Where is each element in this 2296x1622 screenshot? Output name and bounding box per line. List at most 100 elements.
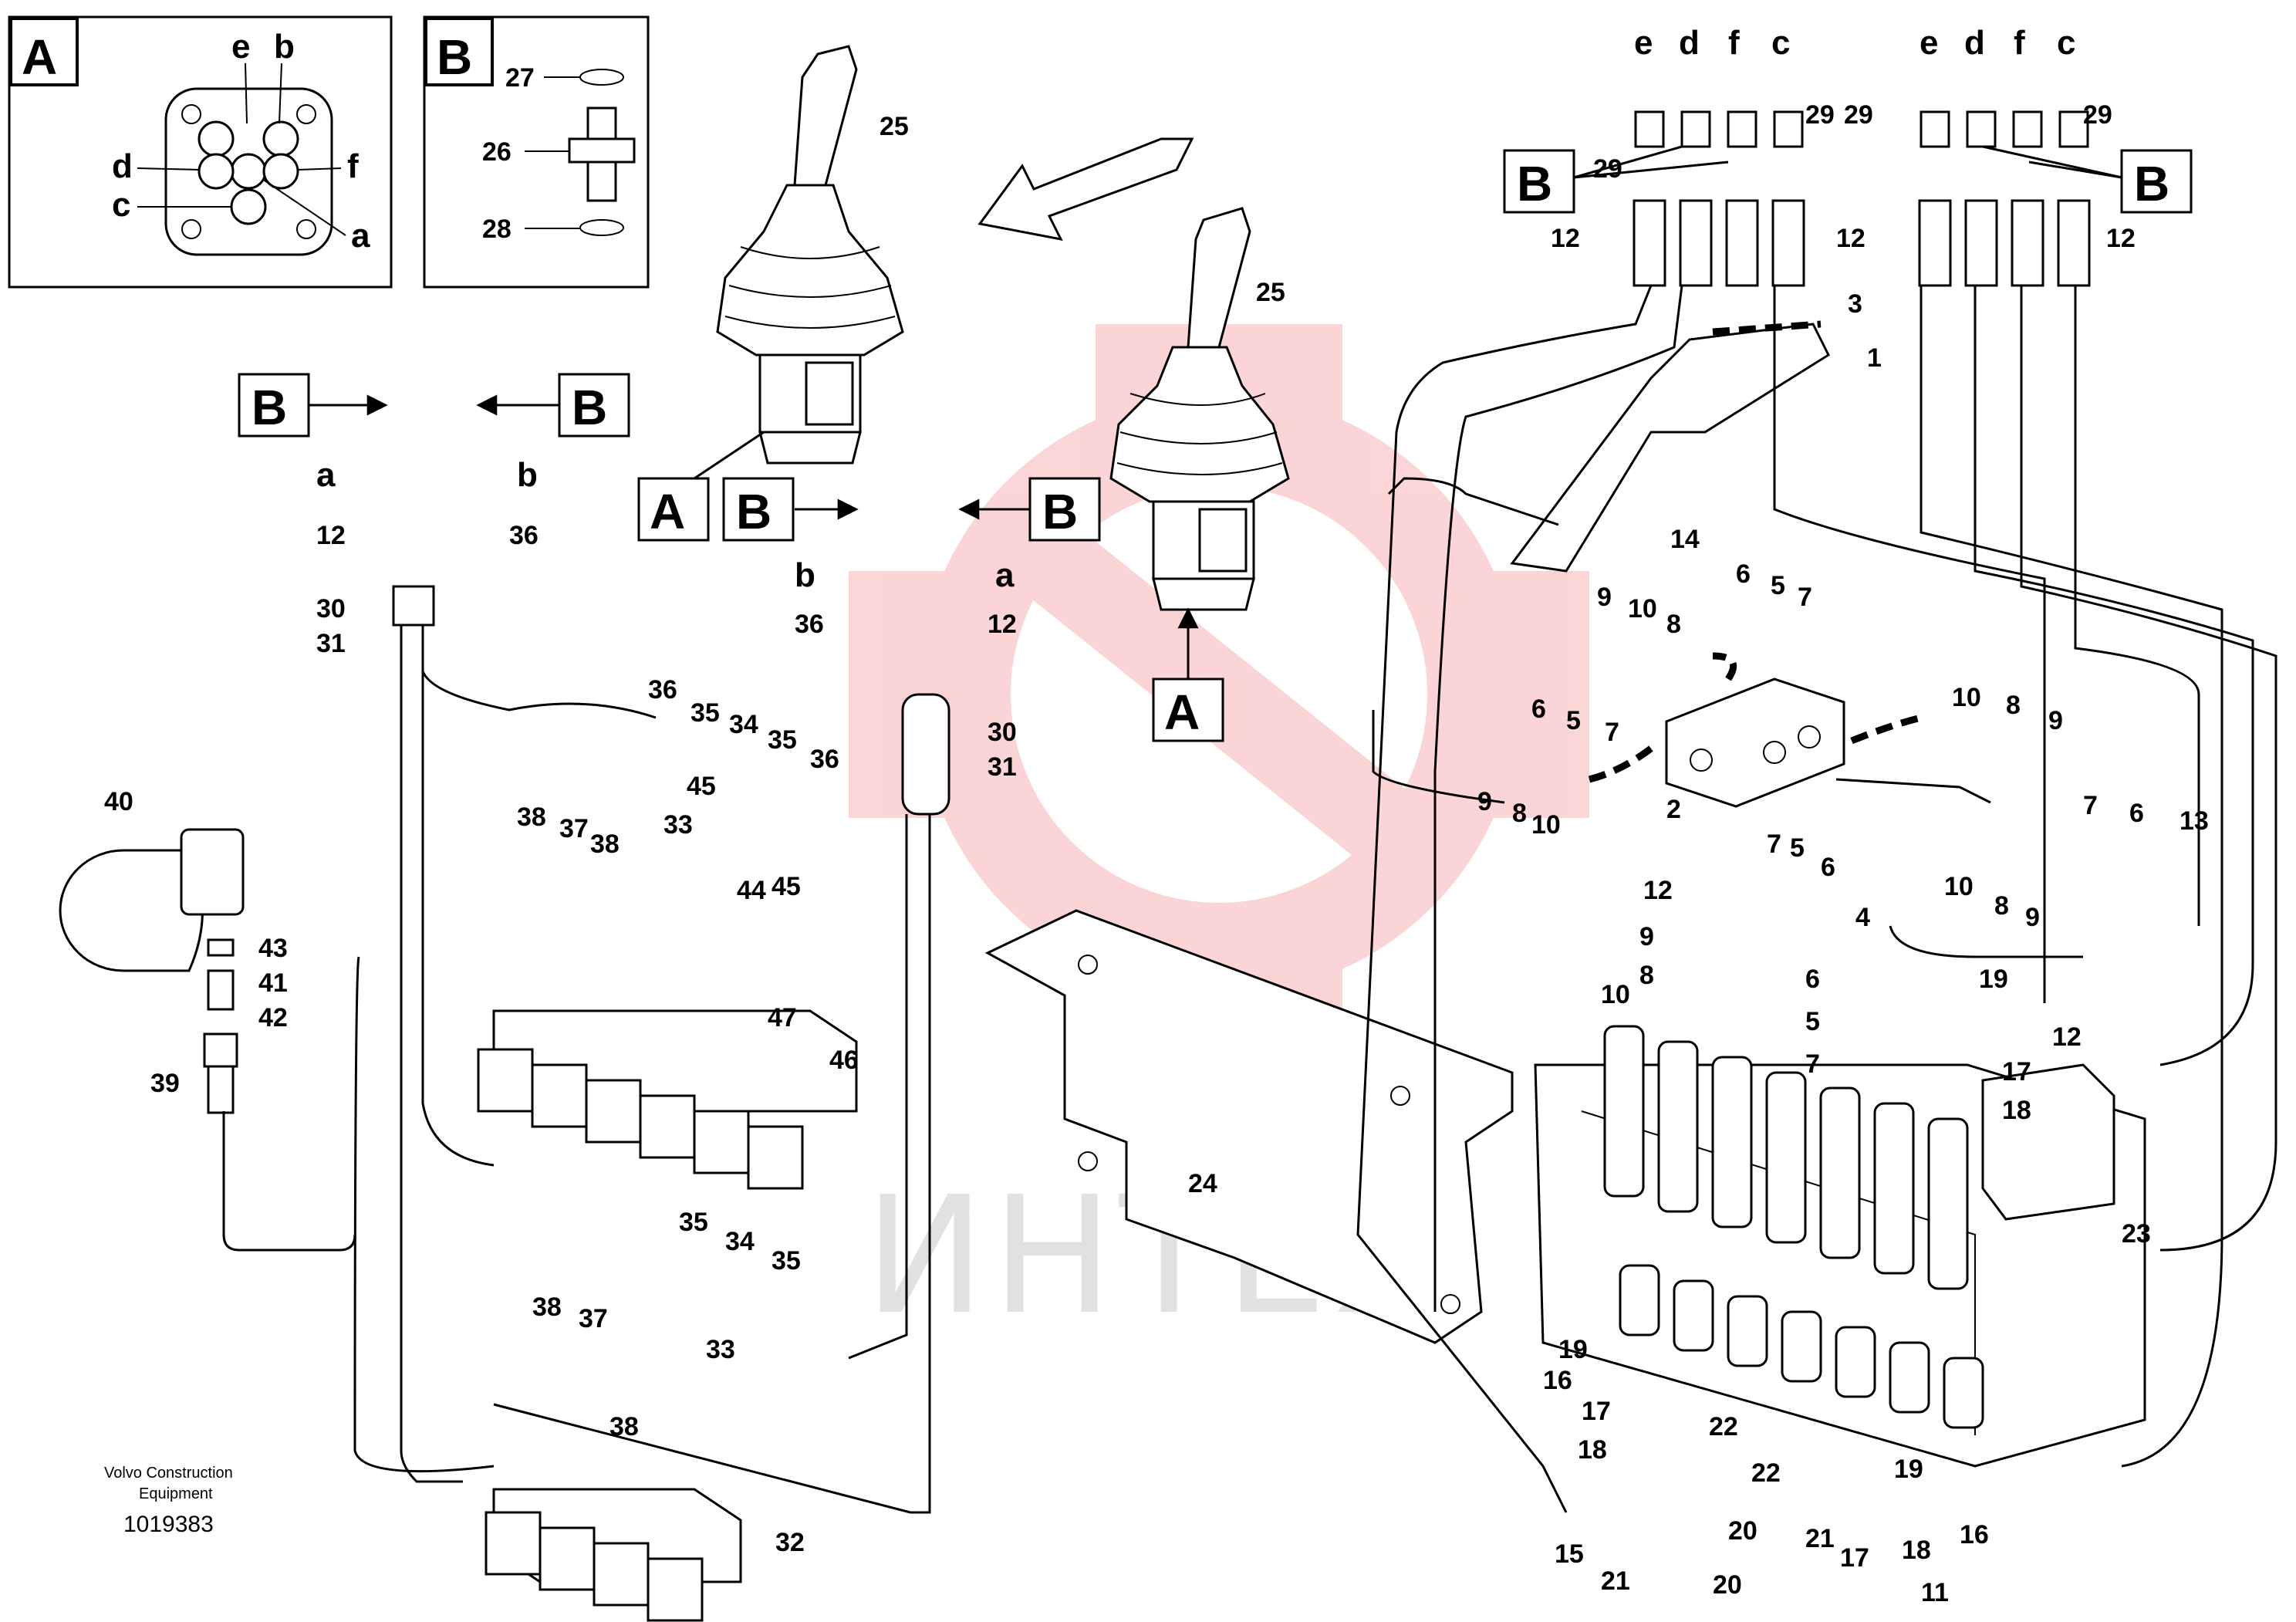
svg-text:18: 18 — [1578, 1435, 1607, 1465]
svg-text:12: 12 — [1551, 224, 1580, 253]
pin-letters-top: e d f c e d f c a b b a — [316, 24, 2075, 594]
svg-text:c: c — [1771, 24, 1790, 62]
hose-lines — [222, 285, 2277, 1514]
svg-text:13: 13 — [2180, 806, 2209, 836]
svg-text:6: 6 — [1805, 965, 1820, 994]
sleeve-30-left — [392, 585, 435, 627]
svg-text:A: A — [1164, 684, 1200, 740]
svg-text:44: 44 — [737, 876, 766, 905]
svg-text:b: b — [795, 556, 815, 594]
svg-text:21: 21 — [1805, 1524, 1835, 1553]
svg-text:36: 36 — [648, 675, 677, 705]
callout-labels: 25 25 1 2 3 4 29 29 29 29 12 12 12 14 6 … — [104, 100, 2209, 1607]
svg-text:a: a — [995, 556, 1015, 594]
svg-text:25: 25 — [1256, 278, 1285, 307]
svg-text:A: A — [650, 484, 685, 539]
joystick-left — [716, 45, 904, 465]
svg-text:38: 38 — [609, 1412, 639, 1441]
svg-text:7: 7 — [1798, 583, 1812, 612]
svg-text:33: 33 — [706, 1335, 735, 1364]
svg-text:10: 10 — [1601, 980, 1630, 1009]
svg-text:9: 9 — [1477, 787, 1492, 816]
svg-text:B: B — [736, 484, 772, 539]
svg-text:36: 36 — [810, 745, 839, 774]
svg-text:32: 32 — [775, 1528, 805, 1557]
inset-b: B 27 26 28 — [423, 15, 650, 289]
svg-text:18: 18 — [1902, 1536, 1931, 1565]
svg-text:8: 8 — [1512, 799, 1527, 828]
svg-text:17: 17 — [1840, 1543, 1869, 1573]
svg-text:38: 38 — [590, 830, 620, 859]
svg-text:33: 33 — [663, 810, 693, 840]
svg-text:8: 8 — [1639, 961, 1654, 990]
svg-text:a: a — [316, 456, 336, 494]
svg-text:5: 5 — [1771, 571, 1785, 600]
svg-text:22: 22 — [1709, 1412, 1738, 1441]
svg-text:18: 18 — [2002, 1096, 2031, 1125]
svg-text:43: 43 — [258, 934, 288, 963]
svg-text:39: 39 — [150, 1069, 180, 1098]
svg-text:Equipment: Equipment — [139, 1485, 213, 1502]
svg-text:9: 9 — [2025, 903, 2040, 932]
svg-text:17: 17 — [2002, 1057, 2031, 1086]
svg-text:8: 8 — [2006, 691, 2021, 720]
svg-text:23: 23 — [2122, 1219, 2151, 1249]
svg-text:19: 19 — [1558, 1335, 1588, 1364]
svg-text:28: 28 — [482, 215, 512, 244]
svg-text:35: 35 — [679, 1208, 708, 1237]
svg-text:12: 12 — [2052, 1022, 2082, 1052]
bracket-24 — [984, 909, 1514, 1344]
svg-text:16: 16 — [1960, 1520, 1989, 1549]
solenoid-valve-32 — [485, 1488, 742, 1622]
joystick-right — [1109, 207, 1290, 611]
svg-text:9: 9 — [1597, 583, 1612, 612]
svg-text:15: 15 — [1555, 1539, 1584, 1569]
svg-text:12: 12 — [988, 610, 1017, 639]
svg-text:c: c — [2057, 24, 2075, 62]
svg-text:8: 8 — [1994, 891, 2009, 921]
pin-label-d: d — [112, 147, 133, 185]
svg-text:24: 24 — [1188, 1169, 1217, 1198]
svg-text:10: 10 — [1952, 683, 1981, 712]
svg-text:37: 37 — [559, 814, 589, 843]
svg-text:38: 38 — [517, 803, 546, 832]
svg-text:11: 11 — [1921, 1578, 1949, 1607]
svg-text:10: 10 — [1531, 810, 1561, 840]
pin-label-e: e — [231, 28, 250, 66]
svg-text:21: 21 — [1601, 1566, 1630, 1596]
svg-text:30: 30 — [988, 718, 1017, 747]
top-fittings — [1633, 110, 2091, 287]
svg-text:7: 7 — [1805, 1049, 1820, 1079]
svg-text:14: 14 — [1670, 525, 1700, 554]
pin-label-a: a — [351, 217, 370, 255]
svg-text:B: B — [1042, 484, 1078, 539]
solenoid-valve-46 — [477, 1009, 858, 1190]
direction-arrow — [977, 137, 1194, 242]
svg-text:26: 26 — [482, 137, 512, 167]
svg-text:12: 12 — [316, 521, 346, 550]
svg-text:29: 29 — [1805, 100, 1835, 130]
svg-text:d: d — [1679, 24, 1700, 62]
view-tag-boxes: B B A B B A B B — [238, 145, 2193, 742]
svg-text:10: 10 — [1944, 872, 1974, 901]
svg-text:45: 45 — [687, 772, 716, 801]
svg-text:35: 35 — [690, 698, 720, 728]
svg-text:17: 17 — [1582, 1397, 1611, 1426]
svg-text:Volvo Construction: Volvo Construction — [104, 1465, 233, 1482]
svg-text:4: 4 — [1855, 903, 1870, 932]
svg-text:7: 7 — [2083, 791, 2098, 820]
svg-text:9: 9 — [1639, 922, 1654, 951]
inset-a-tag: A — [22, 29, 57, 85]
svg-text:3: 3 — [1848, 289, 1862, 319]
svg-text:6: 6 — [1736, 559, 1751, 589]
svg-text:37: 37 — [579, 1304, 608, 1333]
diagram-code: 1019383 — [123, 1512, 214, 1537]
inset-a: A e b d f c a — [8, 15, 393, 289]
pin-label-f: f — [347, 147, 359, 185]
svg-text:7: 7 — [1767, 830, 1781, 859]
svg-text:1: 1 — [1867, 343, 1882, 373]
svg-text:6: 6 — [1821, 853, 1835, 882]
svg-text:25: 25 — [880, 112, 909, 141]
svg-text:34: 34 — [729, 710, 758, 739]
